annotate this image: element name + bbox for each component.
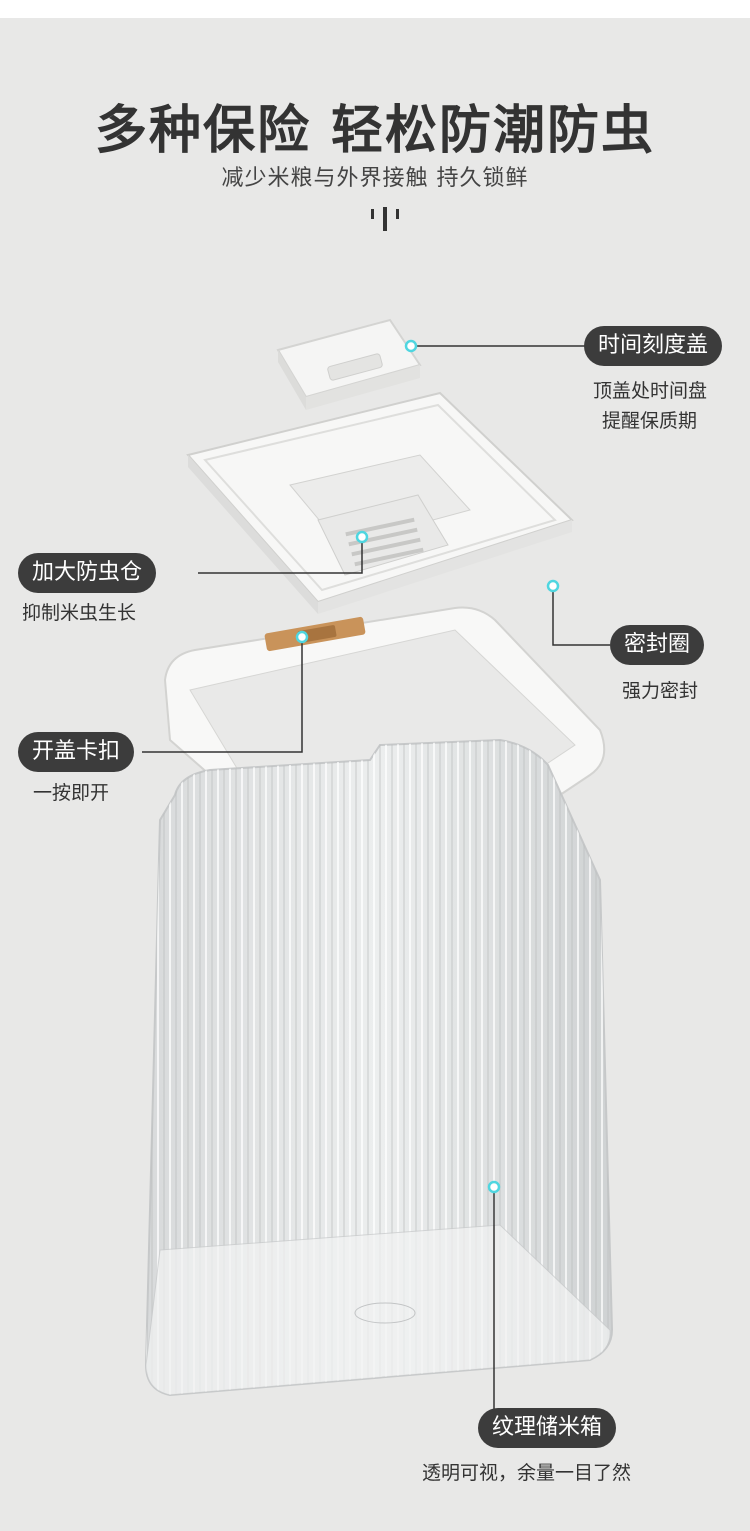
storage-box-desc: 透明可视，余量一目了然	[422, 1462, 632, 1484]
inner-lid	[186, 391, 574, 614]
storage-box-label: 纹理储米箱	[478, 1408, 617, 1448]
leader-line-seal-ring	[552, 587, 610, 646]
marker-dot-buckle	[295, 630, 309, 644]
lid-buckle-label: 开盖卡扣	[18, 732, 135, 772]
time-lid-desc-line1: 顶盖处时间盘	[593, 380, 708, 402]
down-arrow-icon	[371, 207, 399, 231]
insect-chamber-desc: 抑制米虫生长	[22, 602, 137, 624]
marker-dot-seal-ring	[546, 579, 560, 593]
storage-box-body	[144, 738, 614, 1397]
lid-buckle-desc: 一按即开	[33, 782, 110, 804]
time-lid-label: 时间刻度盖	[584, 326, 723, 366]
time-lid-desc-line2: 提醒保质期	[602, 410, 698, 432]
marker-dot-insect-chamber	[355, 530, 369, 544]
page-title: 多种保险 轻松防潮防虫	[94, 101, 656, 161]
marker-dot-time-lid	[404, 339, 418, 353]
marker-dot-storage-box	[487, 1180, 501, 1194]
leader-line-buckle	[142, 637, 303, 753]
top-band	[0, 0, 750, 18]
seal-ring-label: 密封圈	[610, 625, 705, 665]
leader-line-insect-chamber	[198, 537, 363, 574]
time-scale-cap	[276, 318, 422, 410]
page-subtitle: 减少米粮与外界接触 持久锁鲜	[221, 166, 529, 191]
seal-ring-desc: 强力密封	[622, 680, 699, 702]
insect-chamber-label: 加大防虫仓	[18, 553, 157, 593]
